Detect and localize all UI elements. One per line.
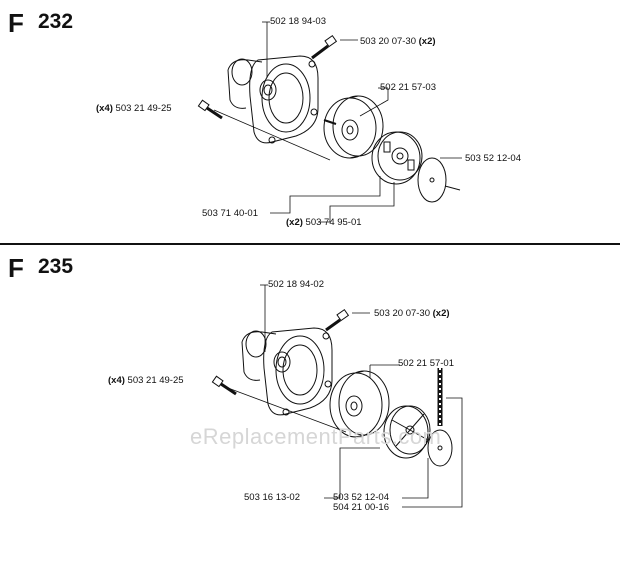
- quantity: (x2): [418, 36, 436, 47]
- quantity: (x2): [432, 308, 450, 319]
- cover-washer-232: [417, 157, 461, 203]
- quantity: (x2): [286, 217, 303, 228]
- part-label-spring: (x2) 503 74 95-01: [286, 217, 362, 228]
- cover-washer-235: [427, 429, 453, 467]
- part-label-housing: 502 18 94-03: [270, 16, 326, 27]
- clutch-shoes-235: [383, 405, 431, 459]
- clutch-drum-235: [329, 370, 390, 438]
- part-label-clutch: 503 71 40-01: [202, 208, 258, 219]
- screw-top-232: [311, 34, 338, 60]
- section-number: 232: [38, 10, 74, 33]
- part-number: 503 21 49-25: [115, 103, 172, 114]
- watermark: eReplacementParts.com: [190, 424, 442, 449]
- part-label-cover: 503 52 12-04: [465, 153, 521, 164]
- part-label-clutch: 503 16 13-02: [244, 492, 300, 503]
- quantity: (x4): [96, 103, 113, 114]
- part-label-drum: 502 21 57-01: [398, 358, 454, 369]
- clutch-drum-232: [323, 95, 384, 159]
- part-label-screw-left: (x4) 503 21 49-25: [108, 375, 184, 386]
- part-number: 503 21 49-25: [127, 375, 184, 386]
- part-number: 503 20 07-30: [374, 308, 430, 319]
- screw-left-232: [197, 99, 223, 120]
- screw-left-235: [211, 375, 237, 396]
- screw-top-235: [325, 308, 350, 332]
- clutch-shoes-232: [371, 131, 423, 185]
- section-letter: F: [8, 8, 24, 38]
- clutch-housing-235: [241, 327, 333, 416]
- part-label-spring: 504 21 00-16: [333, 502, 389, 513]
- leader-lines-235: [227, 284, 463, 508]
- part-label-cover: 503 52 12-04: [333, 492, 389, 503]
- quantity: (x4): [108, 375, 125, 386]
- part-label-screw-top: 503 20 07-30 (x2): [374, 308, 450, 319]
- part-label-housing: 502 18 94-02: [268, 279, 324, 290]
- leader-lines-232: [213, 21, 462, 223]
- section-number: 235: [38, 255, 74, 278]
- part-label-screw-top: 503 20 07-30 (x2): [360, 36, 436, 47]
- clutch-housing-232: [227, 55, 319, 144]
- part-number: 503 20 07-30: [360, 36, 416, 47]
- part-label-drum: 502 21 57-03: [380, 82, 436, 93]
- part-label-screw-left: (x4) 503 21 49-25: [96, 103, 172, 114]
- section-letter: F: [8, 253, 24, 283]
- part-number: 503 74 95-01: [305, 217, 362, 228]
- section-divider: [0, 243, 620, 245]
